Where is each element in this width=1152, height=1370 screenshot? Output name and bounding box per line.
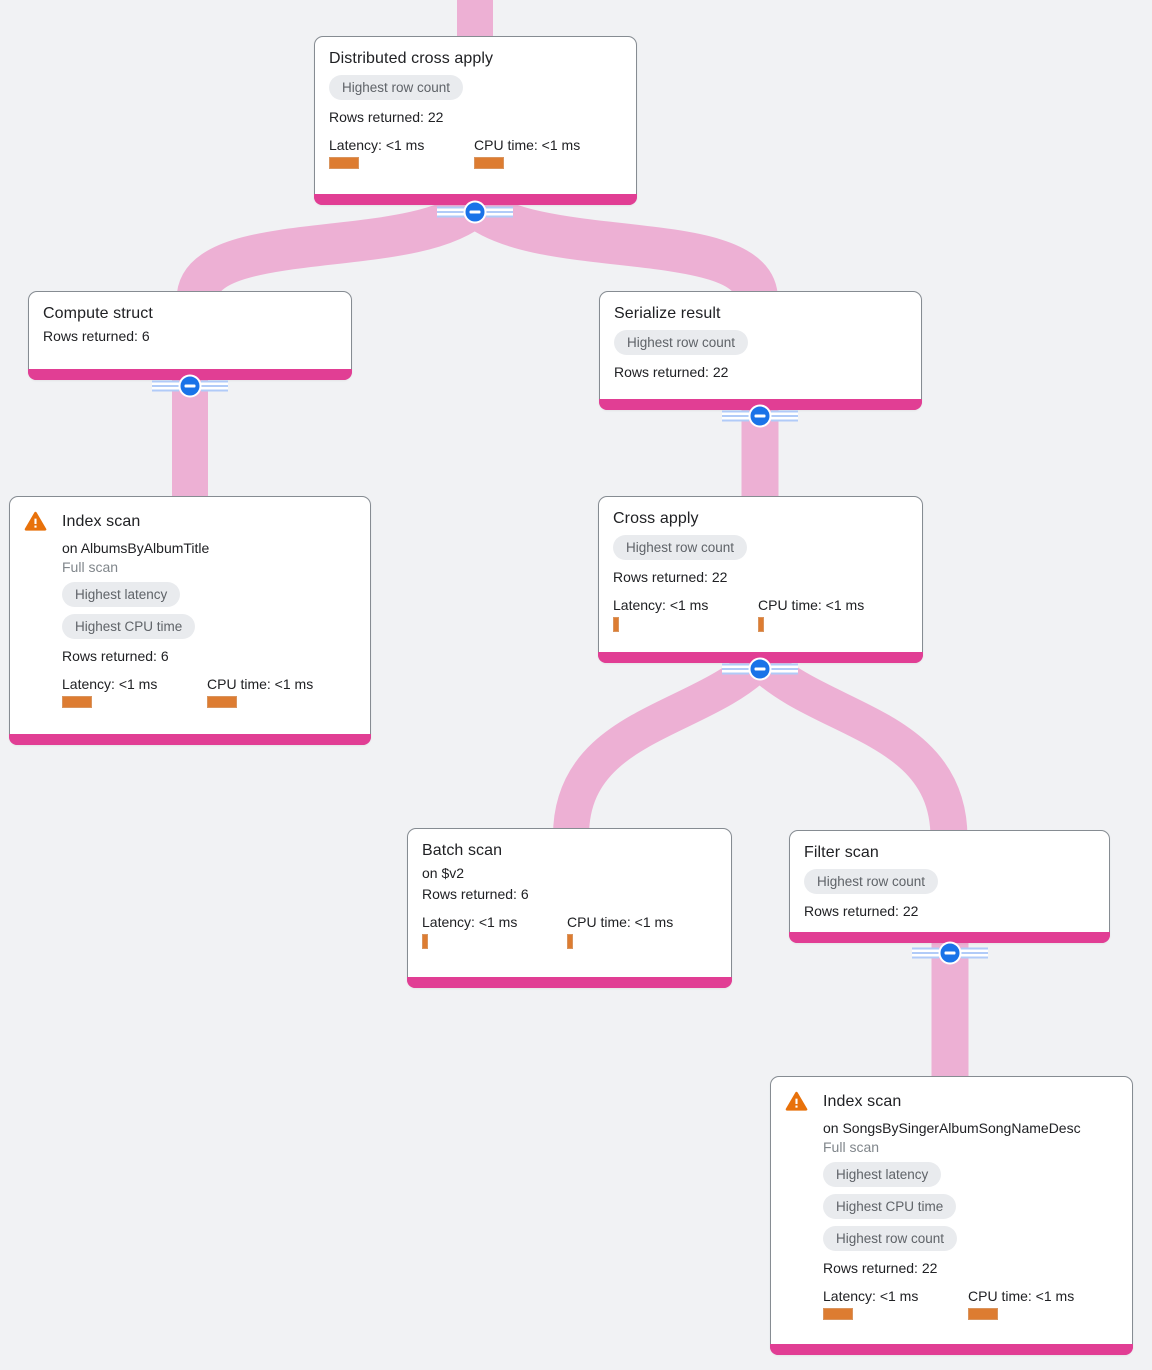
node-accent-bar: [770, 1344, 1133, 1355]
cpu-time-label: CPU time: <1 ms: [968, 1288, 1075, 1304]
scan-target: on AlbumsByAlbumTitle: [62, 540, 210, 556]
collapse-button-distributed-cross-apply[interactable]: [437, 200, 513, 224]
rows-returned: Rows returned: 22: [613, 569, 728, 585]
latency-bar: [62, 696, 92, 708]
latency-bar: [613, 617, 619, 632]
badge-highest-row-count: Highest row count: [329, 75, 464, 100]
node-title: Filter scan: [804, 844, 879, 861]
plan-node-compute-struct[interactable]: Compute struct Rows returned: 6: [28, 291, 352, 380]
rows-returned: Rows returned: 6: [62, 648, 169, 664]
latency-bar: [329, 157, 359, 169]
collapse-rail: [152, 380, 179, 392]
cpu-time-bar: [567, 934, 573, 949]
badge-highest-latency: Highest latency: [823, 1162, 942, 1187]
rows-returned: Rows returned: 22: [329, 109, 444, 125]
node-title: Distributed cross apply: [329, 50, 494, 67]
collapse-rail: [912, 947, 939, 959]
collapse-rail: [771, 410, 798, 422]
latency-bar: [422, 934, 428, 949]
latency-label: Latency: <1 ms: [422, 914, 518, 930]
collapse-button-filter-scan[interactable]: [912, 941, 988, 965]
collapse-rail: [486, 206, 513, 218]
plan-node-cross-apply[interactable]: Cross apply Highest row count Rows retur…: [598, 496, 923, 663]
scan-target: on SongsBySingerAlbumSongNameDesc: [823, 1120, 1081, 1136]
badge-highest-row-count: Highest row count: [613, 535, 748, 560]
latency-bar: [823, 1308, 853, 1320]
cpu-time-bar: [207, 696, 237, 708]
warning-icon: [785, 1091, 808, 1111]
collapse-minus-icon[interactable]: [178, 374, 202, 398]
cpu-time-bar: [968, 1308, 998, 1320]
rows-returned: Rows returned: 6: [422, 886, 529, 902]
collapse-rail: [771, 663, 798, 675]
collapse-rail: [961, 947, 988, 959]
plan-node-serialize-result[interactable]: Serialize result Highest row count Rows …: [599, 291, 922, 410]
rows-returned: Rows returned: 6: [43, 328, 150, 344]
badge-highest-row-count: Highest row count: [614, 330, 749, 355]
scan-mode: Full scan: [823, 1139, 880, 1155]
collapse-minus-icon[interactable]: [748, 404, 772, 428]
latency-label: Latency: <1 ms: [823, 1288, 919, 1304]
cpu-time-label: CPU time: <1 ms: [207, 676, 314, 692]
node-title: Batch scan: [422, 842, 503, 859]
collapse-minus-icon[interactable]: [748, 657, 772, 681]
edge-distributed-cross-apply-to-compute-struct: [176, 189, 489, 303]
collapse-button-compute-struct[interactable]: [152, 374, 228, 398]
edge-distributed-cross-apply-to-serialize-result: [461, 189, 778, 304]
warning-icon: [24, 511, 47, 531]
collapse-rail: [722, 410, 749, 422]
cpu-time-label: CPU time: <1 ms: [474, 137, 581, 153]
collapse-minus-icon[interactable]: [938, 941, 962, 965]
cpu-time-bar: [758, 617, 764, 632]
collapse-button-serialize-result[interactable]: [722, 404, 798, 428]
plan-node-index-scan-albums[interactable]: Index scan on AlbumsByAlbumTitle Full sc…: [9, 496, 371, 745]
plan-node-index-scan-songs[interactable]: Index scan on SongsBySingerAlbumSongName…: [770, 1076, 1133, 1355]
collapse-rail: [722, 663, 749, 675]
badge-highest-latency: Highest latency: [62, 582, 181, 607]
node-title: Serialize result: [614, 305, 721, 322]
scan-mode: Full scan: [62, 559, 119, 575]
cpu-time-label: CPU time: <1 ms: [758, 597, 865, 613]
node-accent-bar: [407, 977, 732, 988]
collapse-button-cross-apply[interactable]: [722, 657, 798, 681]
node-title: Cross apply: [613, 510, 699, 527]
badge-highest-row-count: Highest row count: [804, 869, 939, 894]
node-accent-bar: [9, 734, 371, 745]
latency-label: Latency: <1 ms: [62, 676, 158, 692]
rows-returned: Rows returned: 22: [823, 1260, 938, 1276]
badge-highest-cpu-time: Highest CPU time: [823, 1194, 957, 1219]
badge-highest-cpu-time: Highest CPU time: [62, 614, 196, 639]
plan-node-filter-scan[interactable]: Filter scan Highest row count Rows retur…: [789, 830, 1110, 943]
cpu-time-label: CPU time: <1 ms: [567, 914, 674, 930]
collapse-minus-icon[interactable]: [463, 200, 487, 224]
badge-highest-row-count: Highest row count: [823, 1226, 958, 1251]
collapse-rail: [201, 380, 228, 392]
latency-label: Latency: <1 ms: [613, 597, 709, 613]
plan-node-batch-scan[interactable]: Batch scan on $v2 Rows returned: 6 Laten…: [407, 828, 732, 988]
collapse-rail: [437, 206, 464, 218]
cpu-time-bar: [474, 157, 504, 169]
scan-target: on $v2: [422, 865, 465, 881]
plan-node-distributed-cross-apply[interactable]: Distributed cross apply Highest row coun…: [314, 36, 637, 205]
node-title: Compute struct: [43, 305, 153, 322]
node-title: Index scan: [62, 512, 141, 530]
edge-cross-apply-to-filter-scan: [746, 647, 968, 839]
rows-returned: Rows returned: 22: [804, 903, 919, 919]
node-accent-bar: [314, 194, 637, 205]
edge-cross-apply-to-batch-scan: [553, 647, 773, 837]
rows-returned: Rows returned: 22: [614, 364, 729, 380]
latency-label: Latency: <1 ms: [329, 137, 425, 153]
node-accent-bar: [789, 932, 1110, 943]
node-title: Index scan: [823, 1092, 902, 1110]
